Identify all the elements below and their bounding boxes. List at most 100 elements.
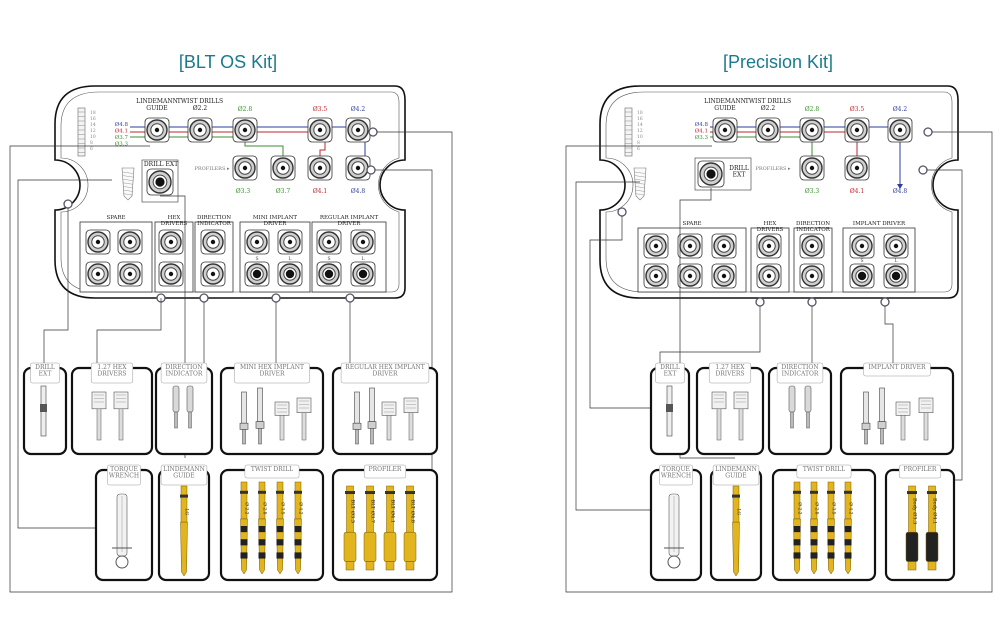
instrument-box-tab (90, 362, 134, 384)
drill-ext-socket (697, 160, 725, 188)
diameter-label: Ø3.5 (850, 106, 865, 113)
drill-mark: Ø 4.2 (848, 502, 855, 514)
tray-socket (799, 233, 825, 259)
label-line: Ø4.8 (893, 188, 908, 195)
label-line: L (362, 256, 365, 262)
instrument-box: PROFILER (884, 464, 956, 582)
label-line: PROFILER (904, 466, 937, 473)
label-line: Ø3.5 (850, 106, 865, 113)
socket-hole (891, 271, 901, 281)
drill-body (240, 518, 248, 575)
label-line: DRILL (660, 364, 680, 371)
socket-hole (95, 271, 101, 277)
lindemann-label: GUIDE (714, 105, 735, 112)
label-line: DRIVERS (757, 227, 784, 233)
label-line: 1.27 HEX (715, 364, 745, 371)
connector-node (807, 297, 817, 307)
drill-band (793, 490, 801, 494)
label-line: Ø3.5 (313, 106, 328, 113)
drill-mark: Ø 2.8 (262, 502, 269, 514)
label-line: SPARE (106, 215, 125, 221)
direction-indicator-tool (788, 385, 796, 429)
implant-thread (634, 171, 646, 174)
label-line: DRIVERS (97, 371, 126, 378)
socket-hole (722, 127, 728, 133)
connector-line (96, 298, 162, 366)
label-line: S (255, 256, 258, 262)
label-line: DRILL (729, 165, 749, 172)
gauge-label: 14 (637, 122, 643, 128)
drill-band (180, 494, 188, 498)
label-line: DIRECTION (781, 364, 818, 371)
profiler-mark: BLT Ø3.3 (350, 499, 357, 523)
twist-drill-tool: Ø 3.5 (827, 481, 838, 575)
gauge-label: 10 (90, 134, 96, 140)
drill-band (258, 490, 266, 494)
diameter-label: Ø2.8 (805, 106, 820, 113)
gauge-label: 6 (90, 146, 93, 152)
profiler-band (405, 491, 415, 495)
implant-thread (122, 189, 134, 192)
tray-socket (711, 233, 737, 259)
socket-hole (809, 165, 815, 171)
drill-mark: LG (736, 509, 742, 516)
profiler-tool: BLT Ø4.1 (383, 485, 397, 571)
driver-shaft (369, 387, 375, 422)
label-line: 6 (90, 146, 93, 152)
size-label: Ø4.8 (115, 121, 129, 128)
implant-thread (634, 178, 646, 181)
drill-depth-band (276, 526, 284, 533)
driver-shaft (863, 391, 869, 424)
drill-depth-band (258, 526, 266, 533)
driver-collar (352, 422, 362, 430)
socket-hole (766, 273, 772, 279)
profiler-socket (232, 155, 258, 181)
drill-depth-band (258, 552, 266, 559)
label-line: MINI HEX IMPLANT (240, 364, 304, 371)
profiler-head (925, 531, 939, 562)
drill-ext-label: DRILL EXT (144, 161, 178, 168)
socket-hole (687, 243, 693, 249)
diameter-label: Ø3.7 (276, 188, 291, 195)
profiler-head (343, 531, 357, 562)
wrench-head (115, 555, 129, 569)
label-line: 12 (90, 128, 96, 134)
profiler-tip (345, 561, 355, 571)
drill-body (827, 518, 835, 575)
label-line: Ø4.1 (695, 128, 708, 135)
driver-tip (370, 428, 374, 445)
driver-shaft (301, 412, 307, 441)
profiler-head (403, 531, 417, 562)
drill-depth-band (827, 552, 835, 559)
label-line: 6 (637, 146, 640, 152)
drill-depth-band (827, 539, 835, 546)
driver-collar (367, 421, 377, 429)
driver-tip (880, 428, 884, 445)
socket-hole (210, 271, 216, 277)
profilers-label: PROFILERS ▸ (756, 166, 791, 172)
instrument-box-tab (30, 362, 60, 384)
tray-socket (677, 263, 703, 289)
driver-head (733, 391, 749, 410)
tray-socket (85, 261, 111, 287)
tray-socket (756, 233, 782, 259)
indicator-post (186, 385, 194, 413)
label-line: 8 (90, 140, 93, 146)
socket-hole (287, 239, 293, 245)
tray-socket (244, 229, 270, 255)
tray-group: SPARE (79, 215, 153, 293)
tray-socket (849, 263, 875, 289)
label-line: Ø4.1 (313, 188, 327, 195)
socket-hole (127, 271, 133, 277)
indicator-post (788, 385, 796, 413)
label-line: 14 (90, 122, 96, 128)
